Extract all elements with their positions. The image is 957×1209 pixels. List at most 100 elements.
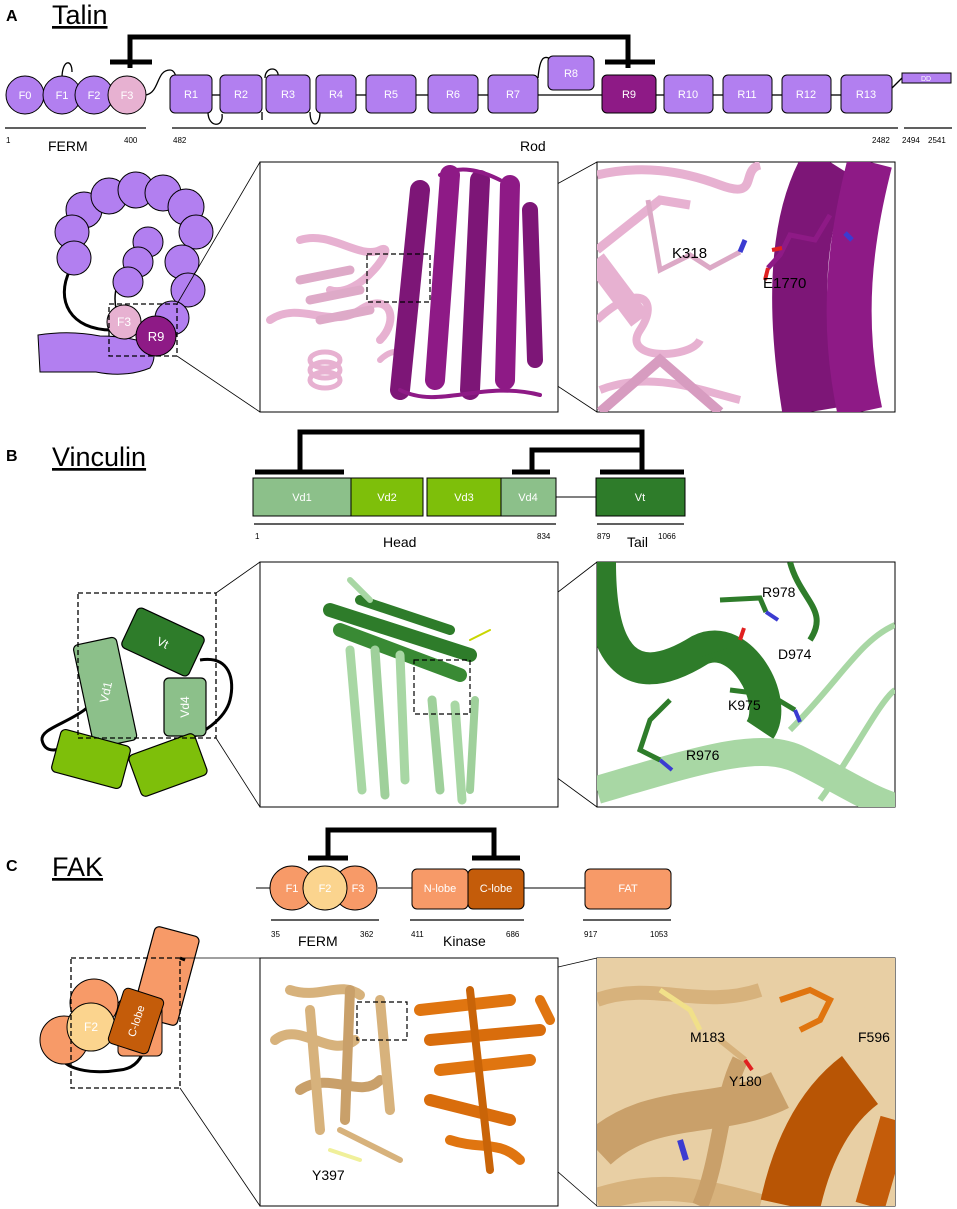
panel-vinculin: B Vinculin Vd1 Vd2 Vd3 Vd4 Vt — [6, 429, 896, 808]
domain-label: R1 — [184, 89, 198, 101]
domain-label: F1 — [56, 90, 69, 102]
fak-detail — [597, 958, 895, 1206]
domain-R4 — [315, 74, 357, 114]
domain-F3 — [107, 75, 147, 115]
domain-label: F2 — [88, 90, 101, 102]
region-label: FERM — [48, 138, 88, 154]
domain-R2 — [219, 74, 263, 114]
schematic-label: R9 — [148, 329, 165, 344]
region-label: Tail — [627, 534, 648, 550]
fak-structure — [270, 984, 555, 1174]
domain-label: R10 — [678, 89, 698, 101]
region-label: Rod — [520, 138, 546, 154]
region-end: 1053 — [650, 930, 668, 939]
schematic-F3 — [106, 304, 142, 340]
region-start: 411 — [411, 930, 424, 939]
residue-label: F596 — [858, 1029, 890, 1045]
zoom-box — [70, 957, 181, 1089]
schematic-label: Vd4 — [178, 696, 192, 718]
domain-FAT — [584, 868, 672, 910]
region-start: 2494 — [902, 136, 920, 145]
panel-letter: A — [6, 8, 18, 25]
panel-talin: A Talin — [5, 0, 952, 413]
inhibition-bracket — [308, 827, 520, 861]
domain-R11 — [722, 74, 773, 114]
region-end: 1066 — [658, 532, 676, 541]
domain-R7 — [487, 74, 539, 114]
residue-label: D974 — [778, 646, 812, 662]
domain-R1 — [169, 74, 213, 114]
domain-label: R3 — [281, 89, 295, 101]
talin-schematic: F3 R9 — [37, 171, 214, 375]
domain-label: R8 — [564, 68, 578, 80]
region-start: 1 — [6, 136, 11, 145]
domain-label: R7 — [506, 89, 520, 101]
domain-label: Vd1 — [292, 492, 312, 504]
vinculin-domain-labels: Vd1 Vd2 Vd3 Vd4 Vt — [292, 492, 645, 504]
domain-R10 — [663, 74, 714, 114]
region-end: 834 — [537, 532, 551, 541]
residue-label: E1770 — [763, 275, 806, 292]
panel-title: Talin — [52, 0, 108, 30]
domain-label: Vd3 — [454, 492, 474, 504]
domain-label: Vd2 — [377, 492, 397, 504]
schematic-Vt — [121, 607, 205, 677]
region-end: 2482 — [872, 136, 890, 145]
panel-title: Vinculin — [52, 442, 146, 472]
domain-label: C-lobe — [480, 883, 512, 895]
talin-ferm-domains: F0 F1 F2 F3 — [5, 75, 147, 115]
domain-label: R9 — [622, 89, 636, 101]
domain-R5 — [365, 74, 417, 114]
vinculin-detail — [597, 562, 895, 807]
domain-label: FAT — [618, 883, 638, 895]
region-end: 686 — [506, 930, 520, 939]
region-start: 917 — [584, 930, 598, 939]
region-start: 482 — [173, 136, 187, 145]
domain-label: R12 — [796, 89, 816, 101]
domain-label: F3 — [352, 883, 365, 895]
vinculin-structure — [323, 577, 491, 805]
region-label: Head — [383, 534, 416, 550]
domain-label: DD — [921, 76, 931, 83]
panel-letter: B — [6, 448, 18, 465]
domain-DD — [901, 72, 952, 84]
zoom-box — [356, 1001, 408, 1041]
schematic-label: F3 — [117, 315, 131, 329]
panel-title: FAK — [52, 852, 103, 882]
residue-label: R976 — [686, 747, 720, 763]
domain-Vd4 — [500, 477, 557, 517]
domain-label: N-lobe — [424, 883, 456, 895]
residue-label: Y180 — [729, 1073, 762, 1089]
region-end: 2541 — [928, 136, 946, 145]
domain-Vd3 — [426, 477, 502, 517]
domain-label: F2 — [319, 883, 332, 895]
inhibition-bracket — [110, 34, 655, 68]
talin-rod-domains — [169, 55, 952, 114]
domain-label: R11 — [737, 89, 756, 101]
domain-Vt — [595, 477, 686, 517]
fak-domains — [269, 865, 672, 911]
domain-label: R13 — [856, 89, 876, 101]
inhibition-bracket — [255, 429, 684, 475]
domain-C-lobe — [467, 868, 525, 910]
region-start: 1 — [255, 532, 260, 541]
schematic-Vd3 — [128, 733, 208, 797]
domain-label: F1 — [286, 883, 299, 895]
schematic-label: F2 — [84, 1020, 98, 1034]
domain-label: F0 — [19, 90, 32, 102]
zoom-box — [77, 592, 217, 739]
talin-structure — [266, 165, 543, 400]
region-end: 400 — [124, 136, 138, 145]
vinculin-domains — [252, 477, 686, 517]
panel-letter: C — [6, 858, 18, 875]
domain-label: R6 — [446, 89, 460, 101]
vinculin-schematic: Vd1 Vt Vd4 — [40, 592, 234, 797]
region-end: 362 — [360, 930, 374, 939]
region-label: FERM — [298, 933, 338, 949]
structure-panel — [259, 561, 559, 808]
structure-label: Y397 — [312, 1167, 345, 1183]
domain-R8 — [547, 55, 595, 91]
domain-R6 — [427, 74, 479, 114]
domain-Vd2 — [350, 477, 424, 517]
